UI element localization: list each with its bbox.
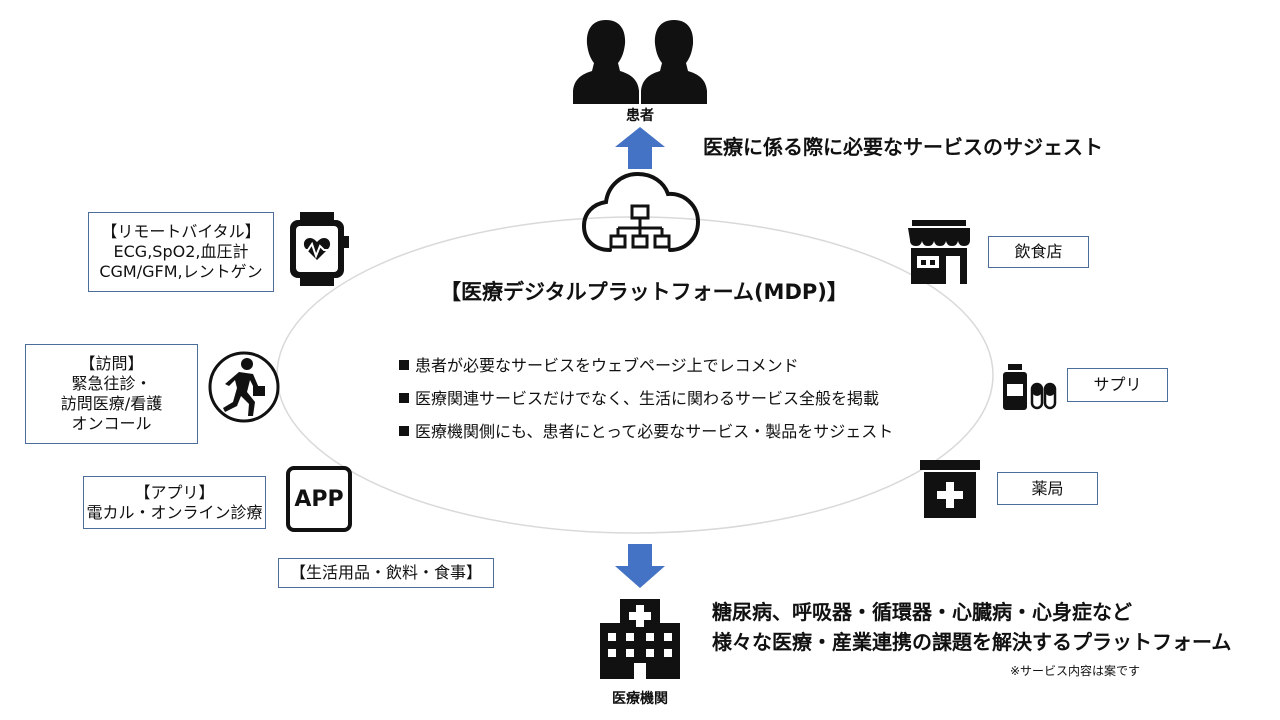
bullet-item: 患者が必要なサービスをウェブページ上でレコメンド xyxy=(399,352,893,385)
restaurant-box: 飲食店 xyxy=(988,236,1089,268)
restaurant-icon xyxy=(908,220,970,284)
smartwatch-icon xyxy=(290,212,349,286)
platform-bullets: 患者が必要なサービスをウェブページ上でレコメンド 医療関連サービスだけでなく、生… xyxy=(399,352,893,451)
patients-icon xyxy=(573,20,707,104)
cloud-network-icon xyxy=(581,171,701,252)
pharmacy-box: 薬局 xyxy=(997,472,1098,505)
box-text: 緊急往診・ xyxy=(71,374,152,393)
arrow-up-icon xyxy=(615,127,665,169)
arrow-down-icon xyxy=(615,544,665,588)
bullet-item: 医療関連サービスだけでなく、生活に関わるサービス全般を掲載 xyxy=(399,385,893,418)
box-text: ECG,SpO2,血圧計 xyxy=(113,242,249,261)
headline-line-1: 糖尿病、呼吸器・循環器・心臓病・心身症など xyxy=(712,600,1132,624)
box-text: オンコール xyxy=(71,414,152,433)
app-box: 【アプリ】 電カル・オンライン診療 xyxy=(83,476,266,529)
supplement-icon xyxy=(1003,364,1057,410)
bullet-item: 医療機関側にも、患者にとって必要なサービス・製品をサジェスト xyxy=(399,418,893,451)
pharmacy-icon xyxy=(920,460,980,518)
app-icon: APP xyxy=(286,466,352,532)
box-text: CGM/GFM,レントゲン xyxy=(99,262,263,281)
hospital-icon xyxy=(600,599,680,679)
headline-line-2: 様々な医療・産業連携の課題を解決するプラットフォーム xyxy=(712,630,1232,654)
disclaimer-note: ※サービス内容は案です xyxy=(1010,664,1141,678)
box-heading: 【アプリ】 xyxy=(134,482,215,502)
platform-title: 【医療デジタルプラットフォーム(MDP)】 xyxy=(440,280,848,304)
box-text: 電カル・オンライン診療 xyxy=(86,502,263,522)
supplement-box: サプリ xyxy=(1067,368,1168,402)
daily-goods-box: 【生活用品・飲料・食事】 xyxy=(278,558,494,588)
box-heading: 【リモートバイタル】 xyxy=(101,222,261,241)
box-text: 訪問医療/看護 xyxy=(60,394,163,413)
suggest-text: 医療に係る際に必要なサービスのサジェスト xyxy=(703,135,1103,159)
visit-box: 【訪問】 緊急往診・ 訪問医療/看護 オンコール xyxy=(25,344,198,444)
box-heading: 【訪問】 xyxy=(79,354,144,373)
doctor-visit-icon xyxy=(208,351,280,423)
remote-vital-box: 【リモートバイタル】 ECG,SpO2,血圧計 CGM/GFM,レントゲン xyxy=(88,212,274,292)
patient-label: 患者 xyxy=(626,108,654,124)
institution-label: 医療機関 xyxy=(612,691,668,707)
